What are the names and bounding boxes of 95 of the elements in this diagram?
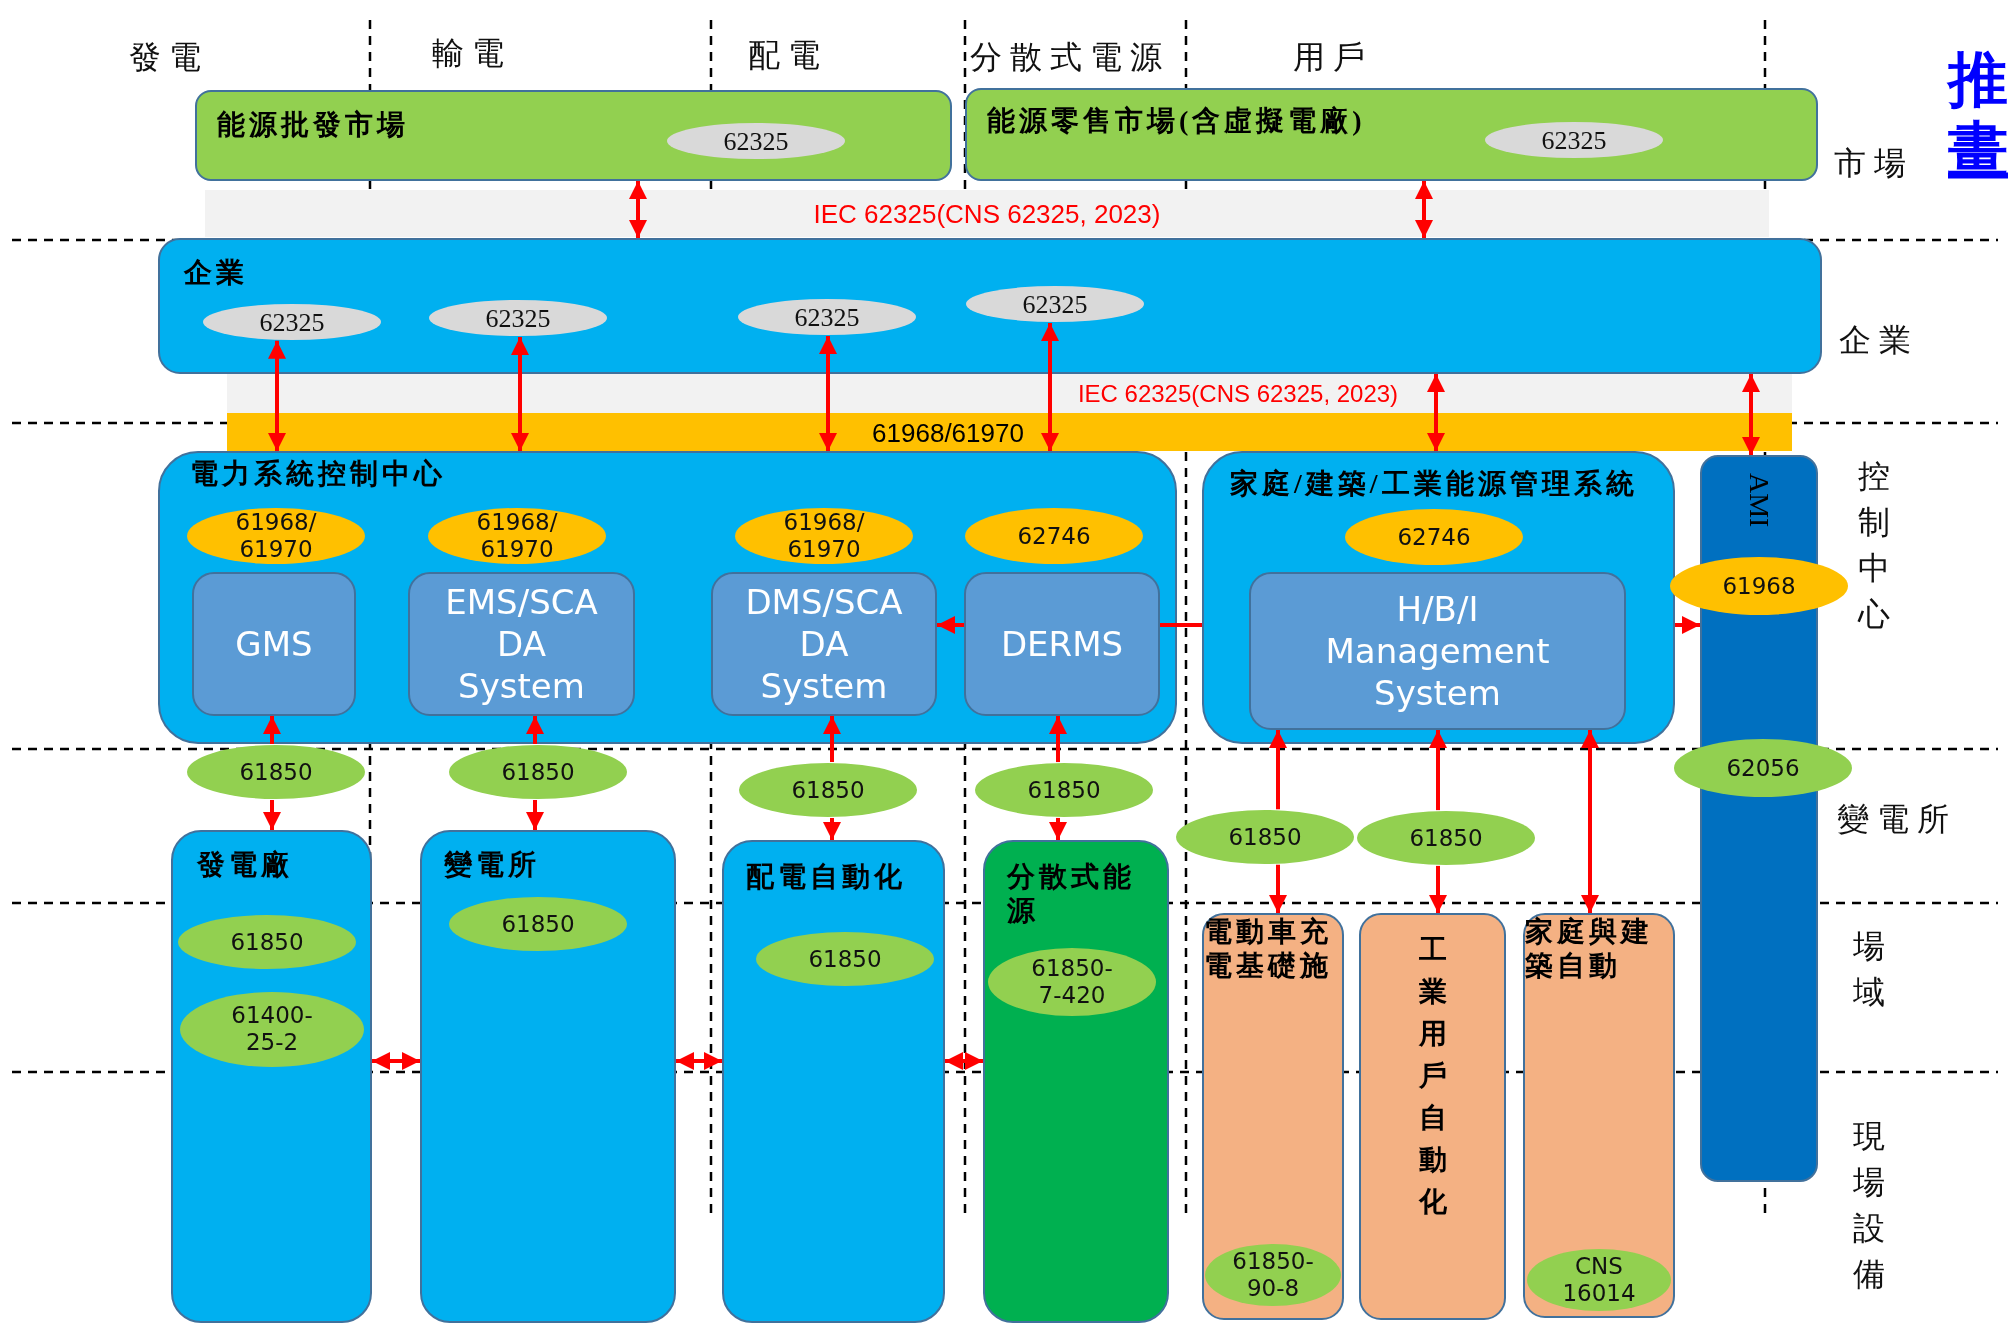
standard-ellipse: 61850 xyxy=(755,931,935,987)
arrow xyxy=(1415,181,1433,238)
arrow xyxy=(1742,374,1760,455)
standard-ellipse: 61400- 25-2 xyxy=(179,990,365,1068)
box-title: 分散式能源 xyxy=(1007,860,1136,928)
arrow xyxy=(823,817,841,840)
standard-ellipse: 61850 xyxy=(448,744,628,800)
arrow xyxy=(526,800,544,830)
arrow xyxy=(1269,864,1287,913)
standard-ellipse: 62325 xyxy=(965,285,1145,323)
standard-ellipse: 62746 xyxy=(1344,508,1524,566)
field-box: 工業用戶自動化 xyxy=(1359,913,1506,1320)
standard-ellipse: 62056 xyxy=(1673,738,1853,798)
standard-ellipse: 62325 xyxy=(428,299,608,337)
arrow xyxy=(263,716,281,745)
column-header: 輸電 xyxy=(432,34,512,73)
field-box xyxy=(983,840,1169,1323)
standard-ellipse: 61850- 90-8 xyxy=(1204,1243,1342,1307)
standard-ellipse: 61850 xyxy=(1175,809,1355,865)
arrow xyxy=(1675,616,1700,634)
column-header: 分散式電源 xyxy=(970,38,1170,77)
standard-ellipse: 61850- 7-420 xyxy=(987,947,1157,1017)
column-header: 用戶 xyxy=(1293,38,1373,77)
arrow xyxy=(511,337,529,451)
box-title: 變電所 xyxy=(444,848,540,882)
standard-ellipse: 61968/ 61970 xyxy=(186,507,366,565)
market-box xyxy=(965,88,1818,181)
arrow xyxy=(1429,730,1447,811)
standard-ellipse: 62746 xyxy=(964,507,1144,565)
row-header: 變電所 xyxy=(1837,800,1957,839)
standard-ellipse: CNS 16014 xyxy=(1526,1248,1672,1312)
field-box xyxy=(722,840,945,1323)
arrow xyxy=(1049,716,1067,763)
arrow xyxy=(526,716,544,744)
standard-ellipse: 61968/ 61970 xyxy=(734,507,914,565)
standard-ellipse: 61850 xyxy=(186,744,366,800)
field-box xyxy=(1202,913,1344,1320)
standard-ellipse: 62325 xyxy=(737,298,917,336)
arrow xyxy=(819,336,837,451)
arrow xyxy=(263,799,281,830)
standard-ellipse: 61850 xyxy=(1356,810,1536,866)
arrow xyxy=(676,1052,722,1070)
band-text: IEC 62325(CNS 62325, 2023) xyxy=(1077,380,1399,408)
arrow xyxy=(629,181,647,238)
standard-ellipse: 62325 xyxy=(1484,121,1664,159)
row-header: 企業 xyxy=(1839,321,1919,360)
arrow xyxy=(823,716,841,763)
connector-line xyxy=(1160,623,1202,627)
band-text: IEC 62325(CNS 62325, 2023) xyxy=(813,198,1161,230)
arrow xyxy=(268,340,286,451)
system-box: GMS xyxy=(192,572,356,716)
box-title: 能源零售市場(含虛擬電廠) xyxy=(987,104,1366,138)
standard-ellipse: 61850 xyxy=(177,914,357,970)
box-title: 電力系統控制中心 xyxy=(190,457,446,491)
field-box xyxy=(420,830,676,1323)
system-box: H/B/I Management System xyxy=(1249,572,1626,730)
box-title: 企業 xyxy=(184,256,248,290)
box-title: 發電廠 xyxy=(197,848,293,882)
standard-ellipse: 61968/ 61970 xyxy=(427,507,607,565)
market-box xyxy=(195,90,952,181)
system-box: DMS/SCADA System xyxy=(711,572,937,716)
standard-ellipse: 62325 xyxy=(666,122,846,160)
arrow xyxy=(1581,730,1599,913)
control-center-box xyxy=(1202,451,1675,744)
arrow xyxy=(1049,817,1067,840)
field-box xyxy=(171,830,372,1323)
column-header: 發電 xyxy=(129,38,209,77)
standard-ellipse: 62325 xyxy=(202,303,382,341)
row-header: 現場設備 xyxy=(1853,1117,1885,1294)
arrow xyxy=(372,1052,420,1070)
arrow xyxy=(1429,865,1447,913)
arrow xyxy=(1269,730,1287,810)
system-box: DERMS xyxy=(964,572,1160,716)
box-title: 能源批發市場 xyxy=(217,108,409,142)
box-title: 家庭與建築自動 xyxy=(1525,915,1654,983)
control-center-box xyxy=(158,451,1177,744)
standard-ellipse: 61850 xyxy=(448,896,628,952)
standard-ellipse: 61850 xyxy=(974,762,1154,818)
enterprise-box xyxy=(158,238,1822,374)
field-box xyxy=(1523,913,1675,1318)
standard-ellipse: 61850 xyxy=(738,762,918,818)
row-header: 市場 xyxy=(1834,144,1914,183)
box-title: 電動車充電基礎施 xyxy=(1204,915,1333,983)
box-title: 配電自動化 xyxy=(746,860,906,894)
system-box: EMS/SCADA System xyxy=(408,572,635,716)
arrow xyxy=(1041,322,1059,451)
row-header: 控制中心 xyxy=(1858,457,1890,634)
column-header: 配電 xyxy=(748,36,828,75)
arrow xyxy=(937,616,964,634)
standard-ellipse: 61968 xyxy=(1669,556,1849,616)
arrow xyxy=(1427,374,1445,451)
box-title: 家庭/建築/工業能源管理系統 xyxy=(1230,467,1639,501)
arrow xyxy=(945,1052,983,1070)
band-text: 61968/61970 xyxy=(872,417,1024,449)
row-header: 場域 xyxy=(1853,927,1885,1012)
